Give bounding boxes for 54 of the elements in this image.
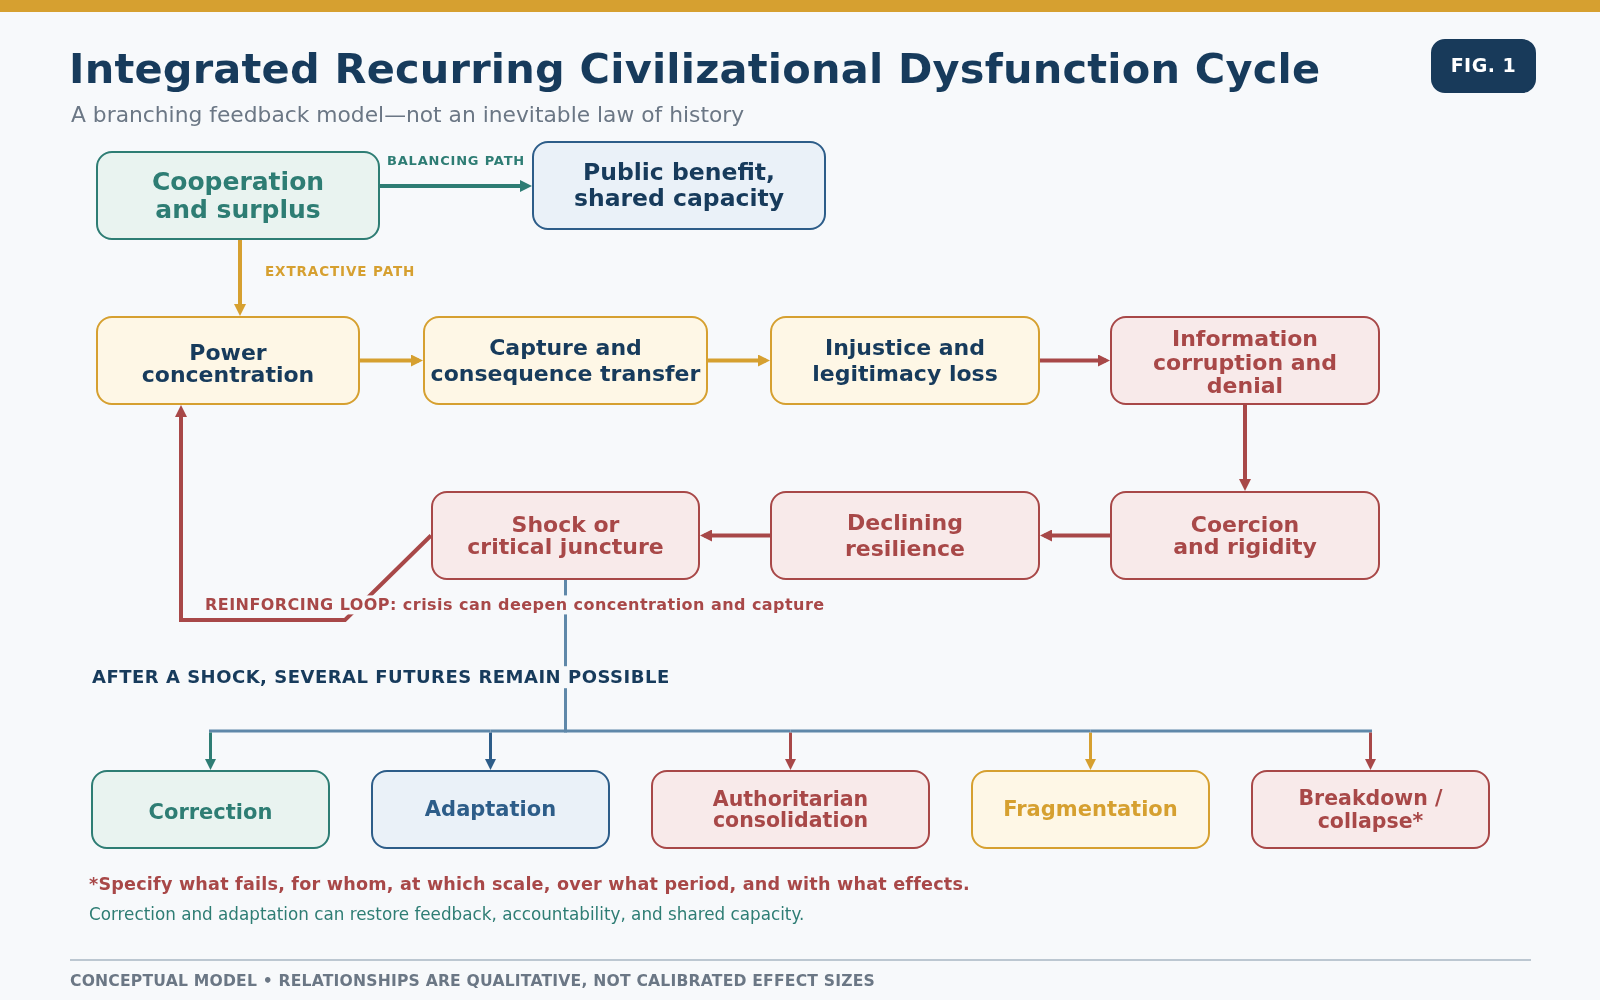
note-text: Correction and adaptation can restore feedback, accountability, and shared capacity.	[89, 903, 805, 925]
branch-arrow	[1085, 732, 1096, 770]
branch-trunk-line	[565, 729, 791, 733]
node-label: Information corruption and denial	[1153, 326, 1337, 399]
footer-note: CONCEPTUAL MODEL • RELATIONSHIPS ARE QUALITATIVE, NOT CALIBRATED EFFECT SIZES	[70, 971, 875, 991]
process-box	[423, 316, 708, 405]
process-box	[532, 141, 826, 230]
process-box	[770, 316, 1040, 405]
outcome-box	[1251, 770, 1490, 849]
outcome-box	[91, 770, 330, 849]
process-box	[431, 491, 700, 580]
branch-trunk-line	[209, 729, 491, 733]
process-box	[96, 316, 360, 405]
process-box	[1110, 491, 1380, 580]
branch-arrow	[1365, 732, 1376, 770]
node-label: Public benefit, shared capacity	[573, 159, 785, 212]
node-label: Breakdown / collapse*	[1298, 786, 1443, 833]
loop-arrow	[175, 405, 433, 622]
arrow	[1040, 354, 1110, 367]
node-label: Shock or critical juncture	[467, 513, 664, 558]
node-label: Adaptation	[424, 797, 557, 822]
outcome-box	[971, 770, 1210, 849]
node-label: Cooperation and surplus	[151, 167, 325, 224]
arrow	[234, 240, 246, 316]
node-label: Coercion and rigidity	[1173, 513, 1317, 558]
branch-trunk-line	[790, 729, 1091, 733]
node-label: FIG. 1	[1450, 55, 1517, 77]
node-label: Fragmentation	[1003, 797, 1178, 822]
arrow	[1040, 529, 1110, 542]
branch-arrow	[485, 732, 496, 770]
arrow	[700, 529, 770, 542]
process-box	[96, 151, 380, 240]
subtitle: A branching feedback model—not an inevitable law of history	[71, 101, 745, 129]
node-label: Capture and consequence transfer	[430, 335, 701, 386]
outcome-box	[371, 770, 610, 849]
figure-badge	[1431, 39, 1536, 93]
process-box	[770, 491, 1040, 580]
node-label: Correction	[148, 800, 273, 825]
branch-arrow	[205, 732, 216, 770]
diagram-title: Integrated Recurring Civilizational Dysfunction Cycle	[69, 44, 1321, 94]
footnote: *Specify what fails, for whom, at which scale, over what period, and with what effects.	[89, 874, 970, 896]
node-label: Declining resilience	[844, 510, 965, 561]
process-box	[1110, 316, 1380, 405]
outcome-box	[651, 770, 930, 849]
branch-trunk-line	[1090, 729, 1372, 733]
node-label: Injustice and legitimacy loss	[812, 335, 998, 386]
arrow	[360, 354, 423, 367]
arrow	[1239, 405, 1251, 491]
arrow	[708, 354, 770, 367]
node-label: Authoritarian consolidation	[712, 789, 869, 830]
node-label: Power concentration	[141, 341, 315, 386]
branch-trunk-line	[490, 729, 566, 733]
branch-arrow	[785, 732, 796, 770]
arrow	[380, 180, 532, 192]
